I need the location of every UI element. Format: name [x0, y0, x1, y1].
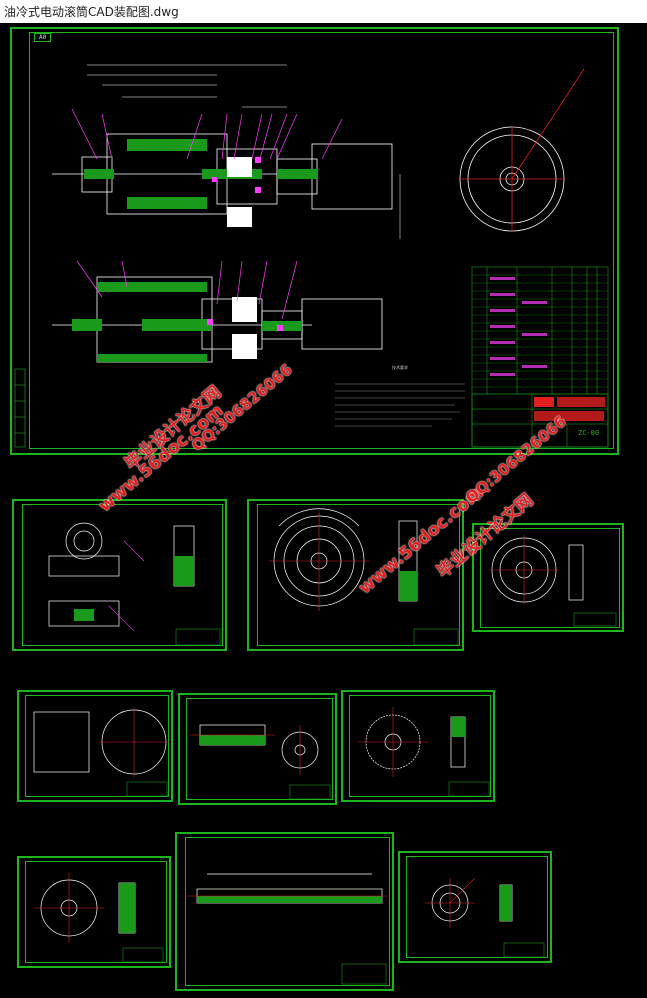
assembly-drawing: 技术要求 [14, 64, 609, 448]
drum-end-drawing [269, 508, 459, 646]
detail-sheet-inner-border [349, 695, 491, 797]
detail-sheet-hub [17, 856, 171, 968]
detail-sheet-drum-shell [17, 690, 173, 802]
detail-sheet-inner-border [185, 837, 390, 986]
drawing-canvas[interactable]: A0 [0, 23, 647, 998]
window-title: 油冷式电动滚筒CAD装配图.dwg [4, 5, 179, 19]
sheet-corner-tag: A0 [34, 33, 52, 42]
detail-sheet-flange [472, 523, 624, 632]
bearing-seat-drawing [48, 522, 221, 646]
detail-sheet-inner-border [22, 504, 223, 646]
gear-drawing [358, 707, 490, 797]
detail-sheet-drum-end [247, 499, 464, 651]
title-bar: 油冷式电动滚筒CAD装配图.dwg [0, 0, 647, 24]
detail-sheet-inner-border [406, 856, 548, 958]
detail-sheet-shaft-small [178, 693, 337, 805]
drum-shell-drawing [33, 707, 169, 797]
tech-req-title: 技术要求 [392, 364, 408, 370]
detail-sheet-ring [398, 851, 552, 963]
detail-sheet-gear [341, 690, 495, 802]
detail-sheet-long-shaft [175, 832, 394, 991]
title-block-code: ZC-00 [578, 429, 600, 437]
ring-drawing [425, 877, 545, 958]
hub-drawing [34, 873, 164, 963]
detail-sheet-inner-border [186, 698, 333, 800]
shaft-small-drawing [190, 724, 331, 800]
detail-sheet-inner-border [25, 861, 167, 963]
main-sheet-inner-border [29, 32, 614, 449]
long-shaft-drawing [187, 873, 387, 985]
detail-sheet-inner-border [480, 528, 620, 628]
main-assembly-sheet: A0 [10, 27, 619, 455]
detail-sheet-bearing-seat [12, 499, 227, 651]
flange-drawing [489, 535, 617, 627]
detail-sheet-inner-border [257, 504, 460, 646]
detail-sheet-inner-border [25, 695, 169, 797]
